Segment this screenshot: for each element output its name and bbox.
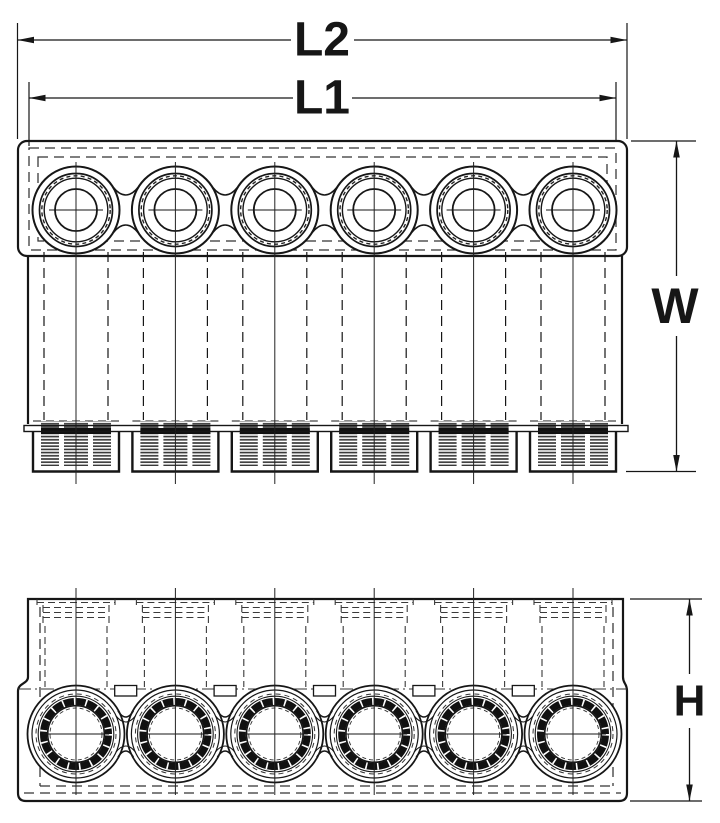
front-port-2 — [127, 588, 224, 795]
front-port-6 — [525, 588, 622, 795]
top-port-6 — [528, 160, 618, 486]
dimension-label-l1: L1 — [294, 72, 350, 125]
l1-arrow-right — [599, 94, 616, 102]
w-extension-lines — [626, 140, 696, 473]
dimension-label-h: H — [674, 677, 706, 726]
top-port-3 — [230, 160, 320, 486]
top-view-hidden-outline-outer — [28, 147, 617, 251]
h-arrow-top — [686, 599, 693, 616]
front-view-latch-marks — [114, 684, 535, 697]
dimension-label-w: W — [651, 278, 699, 334]
dimensions: L2 L1 W H — [16, 14, 706, 802]
top-view-waists — [112, 186, 537, 234]
l1-extension-lines — [28, 82, 617, 146]
l2-arrow-left — [17, 36, 34, 44]
top-port-2 — [130, 160, 221, 486]
front-port-3 — [226, 588, 323, 795]
front-port-5 — [425, 588, 522, 795]
top-port-1 — [31, 160, 121, 486]
top-view-base-ledge — [23, 424, 629, 433]
top-port-4 — [329, 160, 419, 486]
front-view-hidden-outline — [24, 607, 621, 794]
l2-extension-lines — [16, 23, 628, 139]
w-arrow-bottom — [673, 455, 680, 472]
top-view-lower-body-sides — [26, 256, 624, 424]
top-view-hidden-outline-inner — [37, 156, 608, 242]
front-port-4 — [326, 588, 423, 795]
l2-arrow-right — [610, 36, 627, 44]
front-view-body — [16, 597, 629, 803]
top-view — [16, 139, 629, 486]
dimension-label-l2: L2 — [294, 14, 350, 67]
top-view-upper-body — [16, 139, 629, 258]
front-view-waists — [115, 710, 534, 758]
w-arrow-top — [673, 141, 680, 158]
front-port-1 — [28, 588, 125, 795]
l1-arrow-left — [29, 94, 46, 102]
front-view — [16, 588, 629, 803]
top-port-5 — [428, 160, 519, 486]
h-arrow-bottom — [686, 784, 693, 801]
